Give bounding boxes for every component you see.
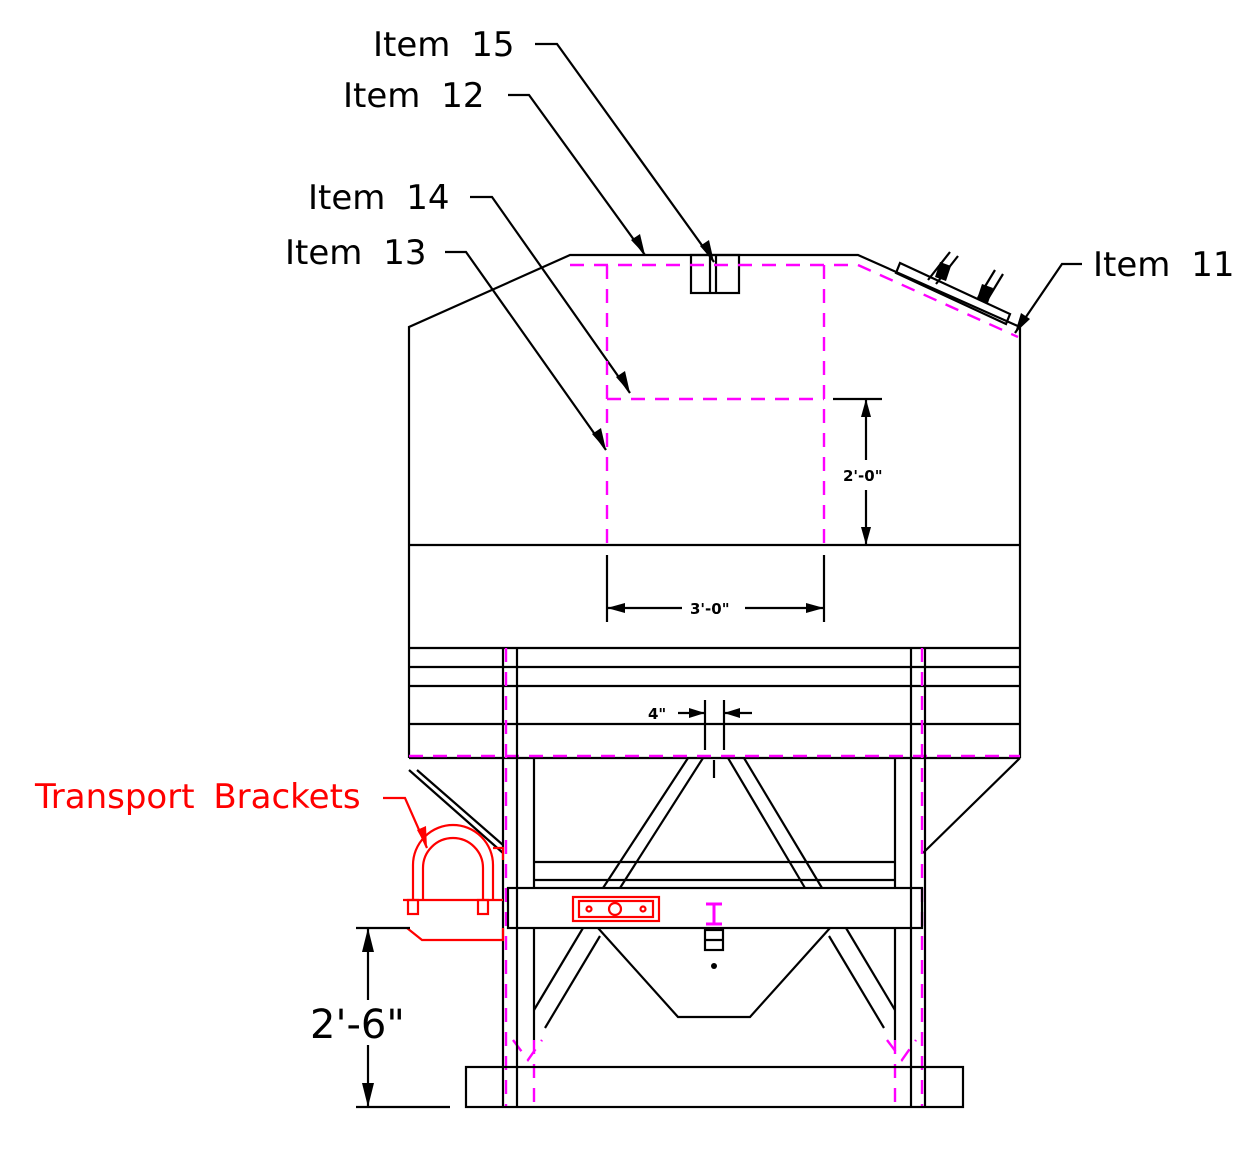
label-item-14: Item 14 bbox=[308, 178, 449, 218]
leader-item-12 bbox=[508, 93, 646, 256]
dimension-leg-height: 2'-6" bbox=[310, 926, 450, 1109]
dimension-label-height: 2'-0" bbox=[843, 467, 883, 485]
dimension-opening-width: 3'-0" bbox=[605, 555, 826, 622]
label-transport-brackets: Transport Brackets bbox=[34, 777, 361, 817]
hidden-lines bbox=[409, 263, 1020, 1107]
dimension-gap: 4" bbox=[648, 700, 752, 750]
hopper-body bbox=[407, 253, 1022, 854]
transport-bracket bbox=[403, 823, 505, 942]
label-item-11: Item 11 bbox=[1093, 245, 1234, 285]
leader-item-15 bbox=[535, 42, 715, 263]
dimension-label-gap: 4" bbox=[648, 705, 666, 723]
label-item-13: Item 13 bbox=[285, 233, 426, 273]
label-item-15: Item 15 bbox=[373, 25, 514, 65]
leader-transport-brackets bbox=[383, 796, 429, 849]
support-frame bbox=[464, 648, 965, 1109]
beam-mount-plate bbox=[571, 895, 661, 923]
item-11-hatch bbox=[894, 251, 1012, 326]
leader-item-13 bbox=[445, 250, 607, 451]
leader-item-14 bbox=[470, 195, 631, 394]
leader-item-11 bbox=[1014, 262, 1082, 334]
dimension-opening-height: 2'-0" bbox=[833, 397, 883, 545]
label-item-12: Item 12 bbox=[343, 76, 484, 116]
item-15-fitting bbox=[689, 253, 741, 295]
dimension-label-leg-height: 2'-6" bbox=[310, 1002, 405, 1048]
dimension-label-width: 3'-0" bbox=[690, 600, 730, 618]
